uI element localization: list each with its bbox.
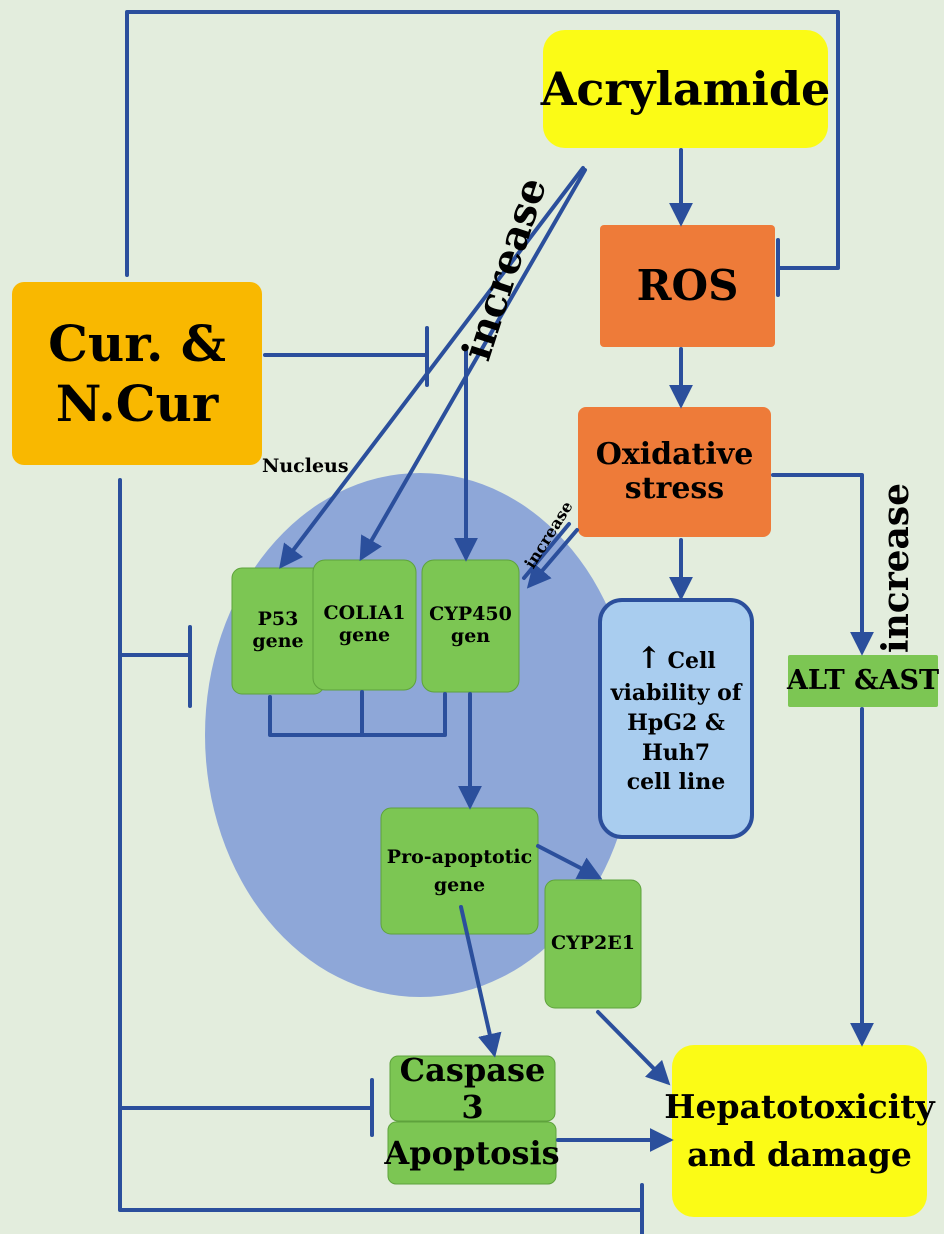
hepatotoxicity-label: Hepatotoxicity and damage [664, 1045, 934, 1217]
cyp2e1-box [544, 879, 642, 1009]
oxidative-stress-line2: stress [624, 471, 725, 506]
colia1-gene-line1: COLIA1 [323, 602, 406, 625]
pro-apoptotic-caspase-arrow [459, 905, 502, 1058]
pro-apoptotic-gene-line2: gene [433, 874, 486, 896]
p53-gene-line1: P53 [257, 608, 299, 631]
cyp450-gene-line1: CYP450 [429, 603, 512, 626]
oxidative-cyp450-arrow-b [522, 522, 571, 580]
cell-viability-line1-text: Cell [667, 647, 716, 674]
acrylamide-p53-arrow [279, 166, 585, 569]
gene-bracket-line [268, 692, 447, 737]
colia1-gene-label: COLIA1 gene [313, 560, 416, 690]
cell-viability-line2: viability of [610, 680, 742, 707]
curcumin-label-line1: Cur. & [48, 313, 226, 373]
apoptosis-box [387, 1121, 557, 1185]
nucleus-label: Nucleus [262, 455, 349, 478]
hepatotoxicity-line2: and damage [687, 1135, 912, 1174]
cell-viability-line5: cell line [626, 769, 726, 796]
acrylamide-colia1-arrow [359, 168, 587, 562]
cell-viability-line4: Huh7 [641, 739, 711, 766]
up-arrow-icon: ↑ [636, 640, 662, 676]
curcumin-left-trunk-line [118, 478, 642, 1212]
pro-apoptotic-cyp2e1-arrow [536, 844, 603, 880]
cyp2e1-hepatotoxicity-arrow [596, 1010, 671, 1086]
caspase-3-label: Caspase 3 [399, 1050, 546, 1126]
p53-gene-line2: gene [252, 630, 304, 652]
apoptosis-label: Apoptosis [384, 1133, 560, 1172]
cell-viability-line3: HpG2 & [627, 710, 725, 737]
cyp450-gene-label: CYP450 gen [422, 560, 519, 692]
cyp2e1-label: CYP2E1 [551, 932, 635, 955]
cyp450-gene-line2: gen [450, 625, 491, 647]
ros-label: ROS [636, 260, 739, 310]
caspase-3-box [389, 1055, 556, 1122]
pro-apoptotic-gene-line1: Pro-apoptotic [386, 845, 533, 868]
alt-ast-label: ALT &AST [786, 665, 940, 697]
cell-viability-line1: ↑Cell [636, 639, 715, 680]
alt-ast-box [788, 655, 938, 707]
oxidative-alt-ast-arrow [771, 473, 874, 656]
increase-right-annotation: increase [875, 482, 917, 654]
hepatotoxicity-box [672, 1045, 927, 1217]
p53-gene-label: P53 gene [232, 568, 324, 694]
oxidative-cyp450-arrow-a [526, 528, 579, 589]
curcumin-label-line2: N.Cur [55, 373, 219, 433]
pro-apoptotic-gene-label: Pro-apoptotic gene [381, 808, 538, 934]
curcumin-ros-inhibition-line [125, 10, 840, 277]
oxidative-stress-line1: Oxidative [595, 436, 754, 472]
ros-box [600, 225, 775, 347]
hepatotoxicity-line1: Hepatotoxicity [664, 1087, 935, 1127]
curcumin-box [12, 282, 262, 465]
acrylamide-label: Acrylamide [540, 61, 831, 116]
acrylamide-box [543, 30, 828, 148]
curcumin-label: Cur. & N.Cur [12, 282, 262, 465]
oxidative-stress-box [578, 407, 771, 537]
cell-viability-label: ↑Cell viability of HpG2 & Huh7 cell line [600, 600, 752, 837]
colia1-gene-line2: gene [338, 624, 391, 646]
oxidative-stress-label: Oxidative stress [578, 407, 771, 537]
